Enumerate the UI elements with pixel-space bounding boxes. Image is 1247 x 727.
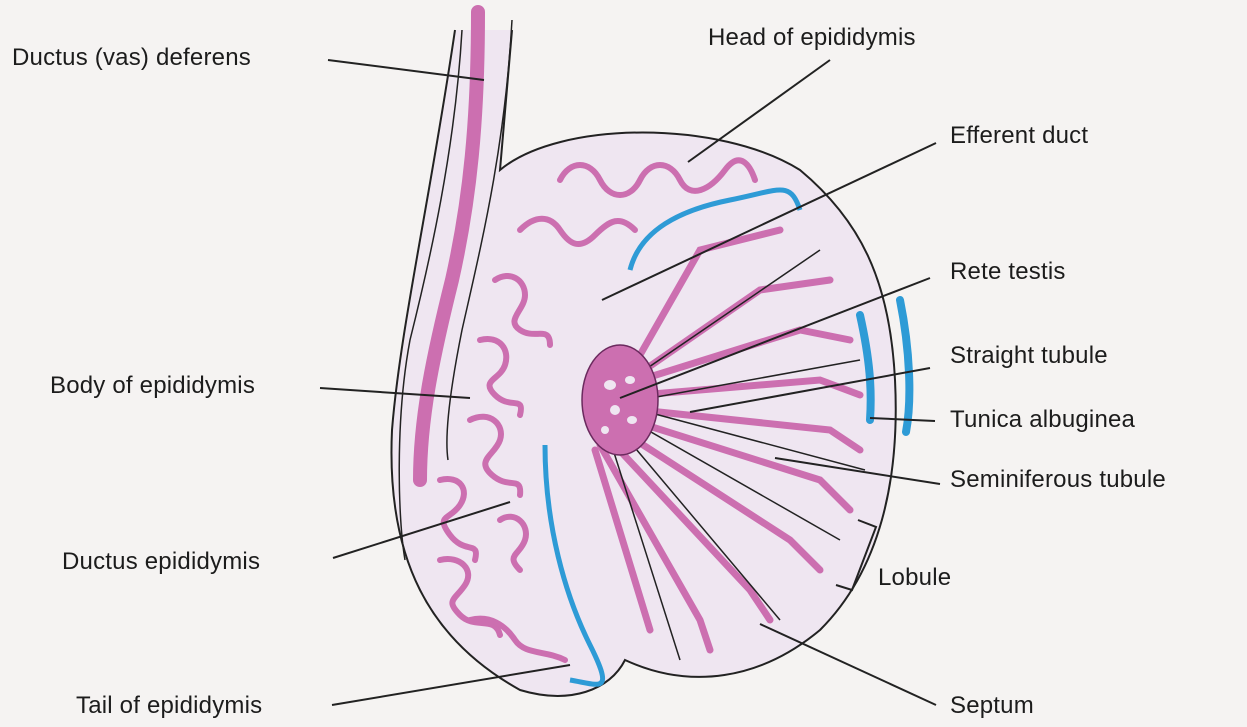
label-tail-epididymis: Tail of epididymis <box>76 692 262 720</box>
label-body-epididymis: Body of epididymis <box>50 372 255 400</box>
label-efferent-duct: Efferent duct <box>950 122 1088 150</box>
label-straight-tubule: Straight tubule <box>950 342 1108 370</box>
tunica-bar-2 <box>900 300 909 432</box>
label-tunica-albuginea: Tunica albuginea <box>950 406 1135 434</box>
label-ductus-epididymis: Ductus epididymis <box>62 548 260 576</box>
label-septum: Septum <box>950 692 1034 720</box>
label-head-epididymis: Head of epididymis <box>708 24 916 52</box>
label-rete-testis: Rete testis <box>950 258 1066 286</box>
rete-testis <box>582 345 658 455</box>
label-lobule: Lobule <box>878 564 951 592</box>
label-ductus-deferens: Ductus (vas) deferens <box>12 44 251 72</box>
label-seminiferous-tubule: Seminiferous tubule <box>950 466 1166 494</box>
